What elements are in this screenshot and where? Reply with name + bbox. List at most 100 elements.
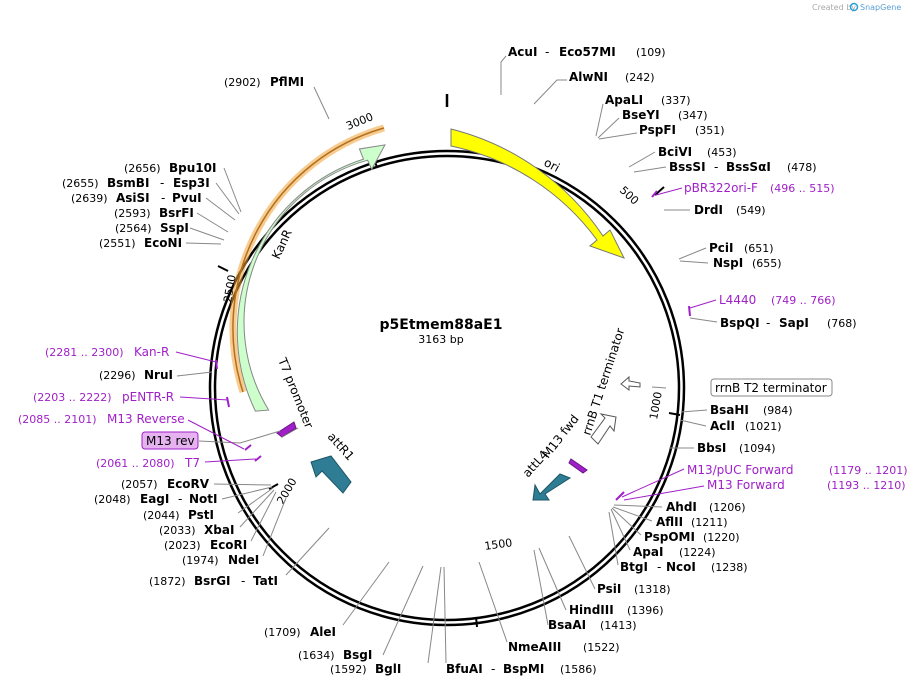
site-econi[interactable]: (2551) EcoNI [99,236,182,250]
primer-m13-puc-forward[interactable]: M13/pUC Forward (1179 .. 1201) [687,463,908,477]
primer-name: T7 [184,456,200,470]
site-asisi[interactable]: (2639) AsiSI - PvuI [71,191,202,205]
m13-rev-feature[interactable] [276,421,297,438]
primer-kan-r[interactable]: (2281 .. 2300) Kan-R [45,345,169,359]
site-bcivi[interactable]: BciVI (453) [658,145,737,159]
primer-mark [651,190,658,198]
primer-m13-reverse[interactable]: (2085 .. 2101) M13 Reverse [18,412,185,426]
site-alwni[interactable]: AlwNI (242) [569,70,655,84]
primer-m13-forward[interactable]: M13 Forward (1193 .. 1210) [707,478,906,492]
site-bsgi[interactable]: (1634) BsgI [298,648,372,662]
site-psti[interactable]: (2044) PstI [143,508,214,522]
site-name: PsiI [597,582,621,596]
site-name: AflII [656,515,683,529]
site-name: BseYI [622,108,660,122]
site-pos: (2639) [71,192,108,205]
site-acui[interactable]: AcuI - Eco57MI (109) [508,45,666,59]
site-name: EcoRI [210,538,247,552]
site-bpu10i[interactable]: (2656) Bpu10I [124,161,216,175]
site-bsrfi[interactable]: (2593) BsrFI [114,206,194,220]
site-name: PstI [188,508,214,522]
site-bfuai[interactable]: BfuAI - BspMI (1586) [446,662,597,676]
site-pcii[interactable]: PciI (651) [709,241,774,255]
site-ecorv[interactable]: (2057) EcoRV [121,477,210,491]
m13-rev-outline [281,427,299,438]
site-pspfi[interactable]: PspFI (351) [639,123,725,137]
primer-mark [688,305,691,317]
primer-pbr322ori-f[interactable]: pBR322ori-F (496 .. 515) [684,181,835,195]
site-pos: (1872) [149,575,186,588]
site-bsaai[interactable]: BsaAI (1413) [548,618,637,632]
rrnb-t1-feature[interactable] [590,413,617,445]
site-aflii[interactable]: AflII (1211) [656,515,728,529]
backbone-inner [213,154,681,622]
site-pos: (2023) [164,539,201,552]
site-pos: (1522) [583,641,620,654]
site-ndei[interactable]: (1974) NdeI [182,553,259,567]
primer-t7[interactable]: (2061 .. 2080) T7 [96,456,200,470]
primer-name: L4440 [719,293,756,307]
site-acli[interactable]: AclI (1021) [710,419,782,433]
site-eagi[interactable]: (2048) EagI - NotI [94,492,218,506]
site-leader [176,371,213,377]
site-name: AlwNI [569,70,608,84]
site-bseyi[interactable]: BseYI (347) [622,108,708,122]
site-name: ApaLI [605,93,643,107]
site-pos: (1021) [745,420,782,433]
site-bsssi[interactable]: BssSI - BssSαI (478) [669,160,817,174]
kanr-feature[interactable] [236,144,386,412]
credit-text: Created by [812,3,856,12]
primer-range: (749 .. 766) [771,294,836,307]
site-name2: NcoI [666,560,696,574]
site-pspomi[interactable]: PspOMI (1220) [644,530,740,544]
rrnb-t2-feature[interactable] [620,375,641,391]
site-nmeaiii[interactable]: NmeAIII (1522) [508,640,620,654]
site-separator: - [545,45,549,59]
tick-label-1500-b: 1500 [484,536,514,553]
site-nspi[interactable]: NspI (655) [713,256,782,270]
site-name: BtgI [620,560,648,574]
site-nrui[interactable]: (2296) NruI [99,368,173,382]
primer-name: pBR322ori-F [684,181,758,195]
site-alei[interactable]: (1709) AleI [264,625,336,639]
site-name: EcoRV [167,477,210,491]
primer-l4440[interactable]: L4440 (749 .. 766) [719,293,836,307]
site-pos: (242) [625,71,655,84]
site-leader [568,535,596,590]
site-apai[interactable]: ApaI (1224) [633,545,716,559]
site-bsrgi[interactable]: (1872) BsrGI - TatI [149,574,278,588]
site-btgi[interactable]: BtgI - NcoI (1238) [620,560,748,574]
site-leader [250,491,277,542]
ori-feature[interactable] [450,128,626,259]
site-pflmi[interactable]: (2902) PflMI [224,75,304,89]
site-ecori[interactable]: (2023) EcoRI [164,538,247,552]
site-leader [443,566,447,664]
site-name: BsrGI [194,574,231,588]
site-bbsi[interactable]: BbsI (1094) [697,441,776,455]
site-ahdi[interactable]: AhdI (1206) [666,500,746,514]
site-bsahi[interactable]: BsaHI (984) [710,403,793,417]
primer-pentr-r[interactable]: (2203 .. 2222) pENTR-R [33,390,174,404]
primer-name: M13 Forward [707,478,785,492]
primer-range: (2281 .. 2300) [45,346,124,359]
primer-name: M13 Reverse [107,412,185,426]
primer-mark [215,359,218,370]
site-name: NdeI [228,553,259,567]
site-leader [478,561,508,643]
site-separator: - [766,316,770,330]
site-psii[interactable]: PsiI (1318) [597,582,671,596]
site-xbai[interactable]: (2033) XbaI [159,523,234,537]
site-name: BglI [375,662,401,676]
site-name: BsaHI [710,403,749,417]
site-drdi[interactable]: DrdI (549) [694,203,766,217]
attr1-feature[interactable] [310,455,352,494]
site-bsmbi[interactable]: (2655) BsmBI - Esp3I [62,176,210,190]
attl4-feature[interactable] [532,473,572,501]
site-pos: (2564) [115,222,152,235]
site-apali[interactable]: ApaLI (337) [605,93,691,107]
site-bspqi[interactable]: BspQI - SapI (768) [720,316,857,330]
m13-fwd-feature[interactable] [568,458,588,474]
site-hindiii[interactable]: HindIII (1396) [569,603,664,617]
site-sspi[interactable]: (2564) SspI [115,221,189,235]
site-bgli[interactable]: (1592) BglI [330,662,401,676]
